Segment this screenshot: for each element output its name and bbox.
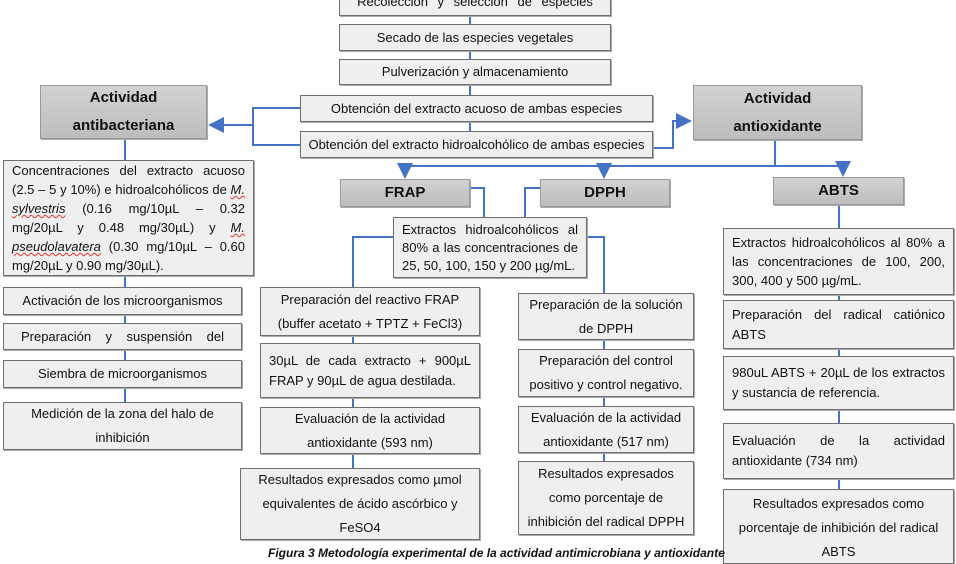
step-label: Medición de la zona del halo de inhibici… bbox=[31, 406, 214, 445]
step-hydroalcoholic-extract: Obtención del extracto hidroalcohólico d… bbox=[300, 131, 653, 158]
abts-step-4: Resultados expresados como porcentaje de… bbox=[723, 489, 954, 564]
step-aqueous-label: Obtención del extracto acuoso de ambas e… bbox=[330, 100, 623, 116]
antioxidant-header: Actividad antioxidante bbox=[693, 85, 862, 140]
step-collection: Recolección y selección de especies bbox=[339, 0, 611, 16]
antibacterial-step-3: Siembra de microorganismos bbox=[3, 360, 242, 388]
antibacterial-step-4: Medición de la zona del halo de inhibici… bbox=[3, 402, 242, 450]
concentrations-text: Concentraciones del extracto acuoso (2.5… bbox=[12, 163, 245, 273]
dpph-title: DPPH bbox=[584, 184, 626, 201]
step-pulverization: Pulverización y almacenamiento bbox=[339, 59, 611, 85]
shared-extract-box: Extractos hidroalcohólicos al 80% a las … bbox=[393, 217, 587, 278]
dpph-step-4: Resultados expresados como porcentaje de… bbox=[518, 461, 694, 535]
abts-header: ABTS bbox=[773, 177, 904, 205]
step-label: Preparación de la solución de DPPH bbox=[529, 296, 683, 336]
step-hydro-label: Obtención del extracto hidroalcohólico d… bbox=[308, 136, 645, 152]
concentrations-box: Concentraciones del extracto acuoso (2.5… bbox=[3, 160, 254, 276]
step-label: 30µL de cada extracto + 900µL FRAP y 90µ… bbox=[269, 352, 471, 388]
frap-step-2: 30µL de cada extracto + 900µL FRAP y 90µ… bbox=[260, 343, 480, 398]
step-label: Resultados expresados como porcentaje de… bbox=[738, 496, 939, 559]
dpph-header: DPPH bbox=[540, 179, 670, 207]
step-label: Preparación del radical catiónico ABTS bbox=[732, 306, 945, 342]
abts-step-3: Evaluación de la actividad antioxidante … bbox=[723, 423, 954, 479]
step-label: Resultados expresados como µmol equivale… bbox=[258, 472, 462, 535]
step-label: Preparación del control positivo y contr… bbox=[529, 353, 683, 392]
antioxidant-title: Actividad antioxidante bbox=[733, 89, 822, 135]
frap-header: FRAP bbox=[340, 179, 470, 207]
abts-step-1: Preparación del radical catiónico ABTS bbox=[723, 300, 954, 349]
abts-extract-box: Extractos hidroalcohólicos al 80% a las … bbox=[723, 228, 954, 295]
step-aqueous-extract: Obtención del extracto acuoso de ambas e… bbox=[300, 95, 653, 122]
step-label: Evaluación de la actividad antioxidante … bbox=[294, 410, 446, 450]
antibacterial-step-2: Preparación y suspensión del bbox=[3, 323, 242, 350]
frap-step-1: Preparación del reactivo FRAP (buffer ac… bbox=[260, 287, 480, 336]
dpph-step-3: Evaluación de la actividad antioxidante … bbox=[518, 406, 694, 453]
frap-step-4: Resultados expresados como µmol equivale… bbox=[240, 468, 480, 540]
step-label: 980uL ABTS + 20µL de los extractos y sus… bbox=[732, 365, 945, 400]
step-collection-label: Recolección y selección de especies bbox=[357, 0, 593, 9]
step-pulverization-label: Pulverización y almacenamiento bbox=[381, 64, 569, 79]
step-label: Resultados expresados como porcentaje de… bbox=[527, 466, 685, 529]
step-label: Activación de los microorganismos bbox=[22, 293, 223, 308]
step-label: Siembra de microorganismos bbox=[37, 366, 208, 381]
abts-title: ABTS bbox=[818, 182, 859, 199]
step-drying-label: Secado de las especies vegetales bbox=[376, 29, 574, 45]
figure-caption: Figura 3 Metodología experimental de la … bbox=[268, 546, 725, 560]
dpph-step-2: Preparación del control positivo y contr… bbox=[518, 349, 694, 397]
antibacterial-header: Actividad antibacteriana bbox=[40, 85, 207, 139]
antibacterial-step-1: Activación de los microorganismos bbox=[3, 287, 242, 315]
step-label: Evaluación de la actividad antioxidante … bbox=[732, 433, 945, 468]
frap-title: FRAP bbox=[384, 184, 426, 201]
step-label: Preparación y suspensión del bbox=[20, 328, 225, 344]
abts-extract-text: Extractos hidroalcohólicos al 80% a las … bbox=[732, 235, 945, 288]
antibacterial-title: Actividad antibacteriana bbox=[72, 89, 175, 134]
shared-extract-text: Extractos hidroalcohólicos al 80% a las … bbox=[402, 221, 578, 273]
abts-step-2: 980uL ABTS + 20µL de los extractos y sus… bbox=[723, 356, 954, 410]
step-label: Preparación del reactivo FRAP (buffer ac… bbox=[277, 291, 463, 331]
step-drying: Secado de las especies vegetales bbox=[339, 24, 611, 51]
frap-step-3: Evaluación de la actividad antioxidante … bbox=[260, 407, 480, 454]
dpph-step-1: Preparación de la solución de DPPH bbox=[518, 293, 694, 340]
step-label: Evaluación de la actividad antioxidante … bbox=[530, 409, 682, 449]
